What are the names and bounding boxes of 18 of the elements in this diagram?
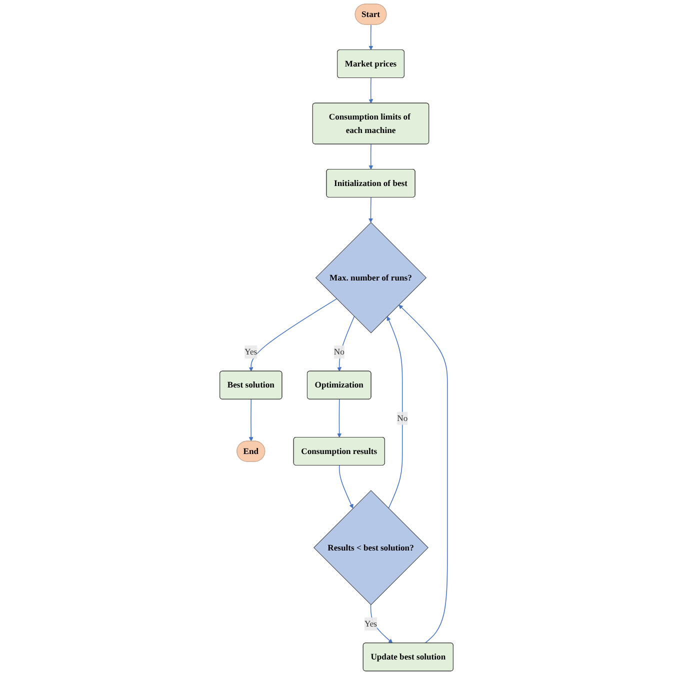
edge-label: No	[397, 413, 408, 423]
node-diamond: Results < best solution?	[314, 490, 428, 606]
arrow	[368, 197, 373, 223]
arrow	[337, 316, 355, 372]
node-diamond: Max. number of runs?	[315, 222, 427, 334]
arrow	[248, 398, 254, 442]
edge-label: No	[334, 347, 344, 357]
arrow	[368, 24, 374, 50]
arrow	[368, 78, 374, 104]
arrow	[338, 465, 354, 509]
arrow	[248, 298, 338, 372]
edge-label: Yes	[364, 618, 377, 629]
edge-label: Yes	[244, 347, 258, 357]
arrow	[337, 398, 342, 438]
arrow	[368, 144, 374, 170]
arrow	[398, 304, 448, 644]
arrow	[370, 604, 393, 644]
arrow	[386, 316, 403, 509]
